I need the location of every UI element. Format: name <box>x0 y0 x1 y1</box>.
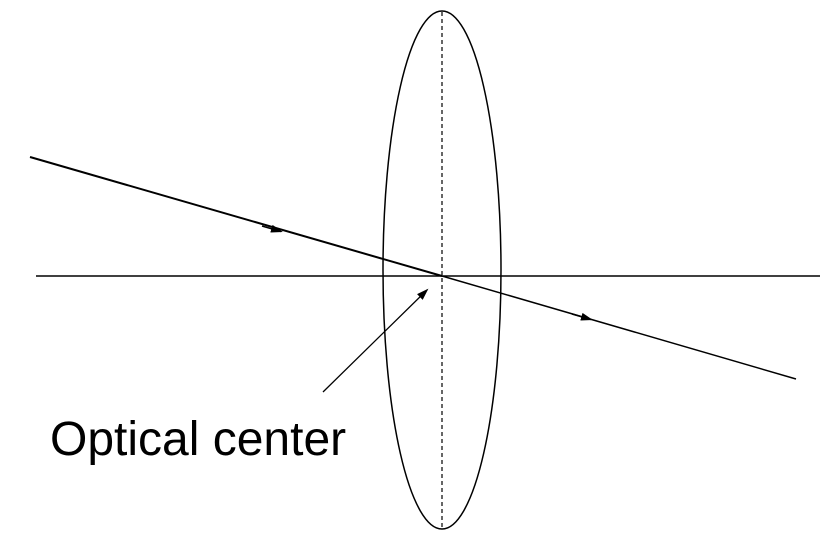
incident-ray <box>29 156 443 277</box>
incident-ray-arrow-icon <box>261 224 283 233</box>
emergent-ray-arrow-icon <box>571 312 593 321</box>
convex-lens <box>382 10 502 530</box>
emergent-ray <box>441 275 797 380</box>
optical-center-pointer-arrow-icon <box>322 288 429 393</box>
optical-center-label: Optical center <box>50 413 347 466</box>
